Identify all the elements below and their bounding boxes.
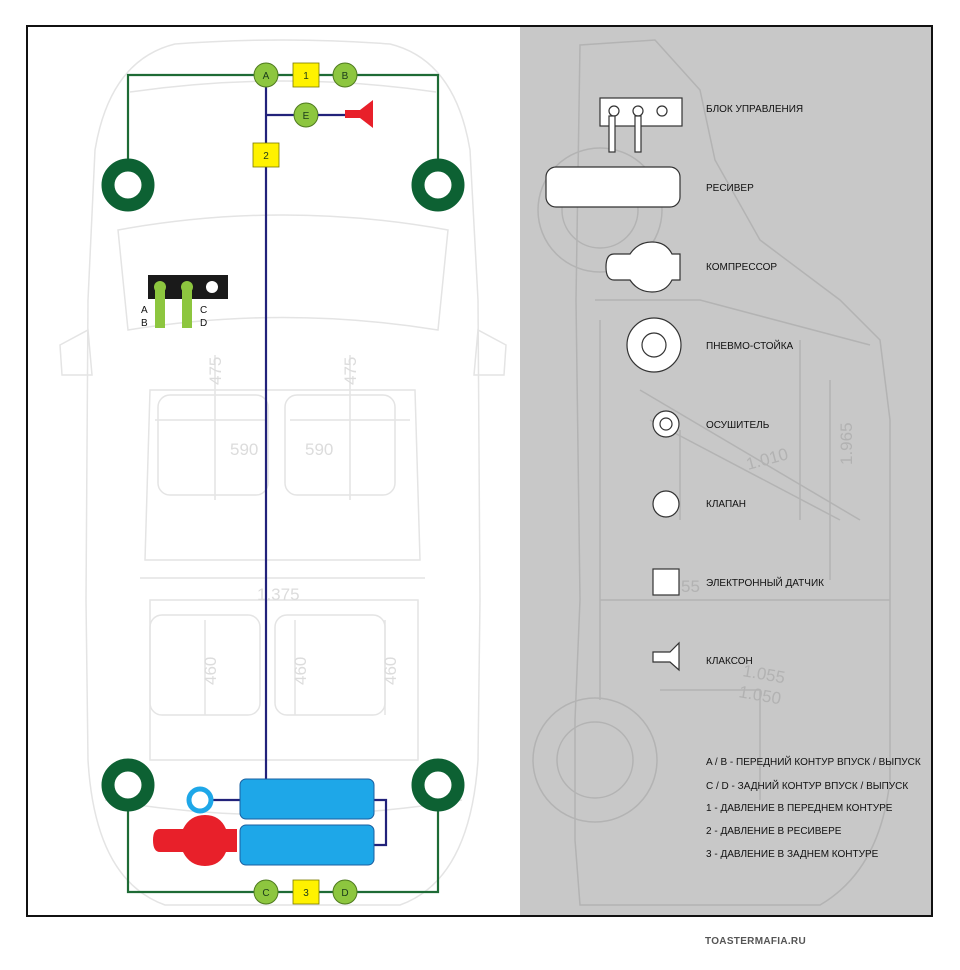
legend-label-air-strut: ПНЕВМО-СТОЙКА	[706, 339, 794, 352]
dim-1375: 1.375	[257, 585, 300, 604]
legend-horn-icon	[652, 641, 680, 672]
control-unit	[148, 275, 228, 328]
valve-d-label: D	[341, 888, 348, 899]
receiver-bottom	[239, 824, 375, 866]
legend-valve-icon	[652, 490, 680, 518]
legend-air-strut-icon	[626, 317, 682, 373]
valve-d	[332, 879, 358, 905]
sensor-3-label: 3	[303, 888, 309, 899]
car-side-view-outline	[532, 39, 891, 906]
control-unit-d: D	[200, 318, 207, 329]
legend-control-unit-icon	[599, 97, 683, 153]
note-ab: A / B - ПЕРЕДНИЙ КОНТУР ВПУСК / ВЫПУСК	[706, 755, 921, 768]
air-lines-blue	[210, 85, 388, 847]
strut-rear-right	[411, 758, 465, 812]
note-cd: C / D - ЗАДНИЙ КОНТУР ВПУСК / ВЫПУСК	[706, 779, 908, 792]
strut-front-left	[101, 158, 155, 212]
dim-460-a: 460	[201, 657, 220, 685]
sensor-2-label: 2	[263, 151, 269, 162]
valve-a-label: A	[263, 71, 270, 82]
legend-label-compressor: КОМПРЕССОР	[706, 262, 777, 273]
dim-475-right: 475	[341, 357, 360, 385]
valve-e-label: E	[303, 111, 310, 122]
valve-a	[253, 62, 279, 88]
control-unit-a: A	[141, 305, 148, 316]
valve-b-label: B	[342, 71, 349, 82]
sensor-front-pressure	[292, 62, 320, 88]
horn-icon	[345, 100, 373, 128]
legend-sensor-icon	[652, 568, 680, 596]
side-dim-1965: 1.965	[837, 422, 856, 465]
legend-dryer-icon	[652, 410, 680, 438]
valve-c-label: C	[262, 888, 269, 899]
control-unit-b: B	[141, 318, 148, 329]
dim-475-left: 475	[206, 357, 225, 385]
strut-front-right	[411, 158, 465, 212]
note-1: 1 - ДАВЛЕНИЕ В ПЕРЕДНЕМ КОНТУРЕ	[706, 803, 893, 814]
sensor-receiver-pressure	[252, 142, 280, 168]
dim-590-left: 590	[230, 440, 258, 459]
dim-460-b: 460	[291, 657, 310, 685]
frame-border	[26, 25, 933, 917]
dim-590-right: 590	[305, 440, 333, 459]
legend-label-sensor: ЭЛЕКТРОННЫЙ ДАТЧИК	[706, 576, 824, 589]
strut-rear-left	[101, 758, 155, 812]
note-2: 2 - ДАВЛЕНИЕ В РЕСИВЕРЕ	[706, 826, 842, 837]
valve-c	[253, 879, 279, 905]
watermark: TOASTERMAFIA.RU	[705, 936, 806, 947]
car-top-view-outline	[59, 39, 507, 906]
legend-label-dryer: ОСУШИТЕЛЬ	[706, 420, 770, 431]
legend-icons	[545, 97, 683, 672]
compressor	[153, 815, 237, 866]
legend-label-control-unit: БЛОК УПРАВЛЕНИЯ	[706, 104, 803, 115]
legend-label-horn: КЛАКСОН	[706, 656, 753, 667]
sensor-rear-pressure	[292, 879, 320, 905]
control-unit-c: C	[200, 305, 207, 316]
dim-460-c: 460	[381, 657, 400, 685]
legend-receiver-icon	[545, 166, 681, 208]
legend-label-receiver: РЕСИВЕР	[706, 183, 754, 194]
side-dim-55: 55	[681, 577, 700, 596]
air-lines-green	[126, 73, 440, 894]
sensor-1-label: 1	[303, 71, 309, 82]
legend-compressor-icon	[605, 241, 681, 293]
legend-label-valve: КЛАПАН	[706, 499, 746, 510]
valve-b	[332, 62, 358, 88]
receiver-top	[239, 778, 375, 820]
note-3: 3 - ДАВЛЕНИЕ В ЗАДНЕМ КОНТУРЕ	[706, 849, 879, 860]
dryer	[186, 786, 214, 814]
air-struts	[101, 158, 465, 812]
